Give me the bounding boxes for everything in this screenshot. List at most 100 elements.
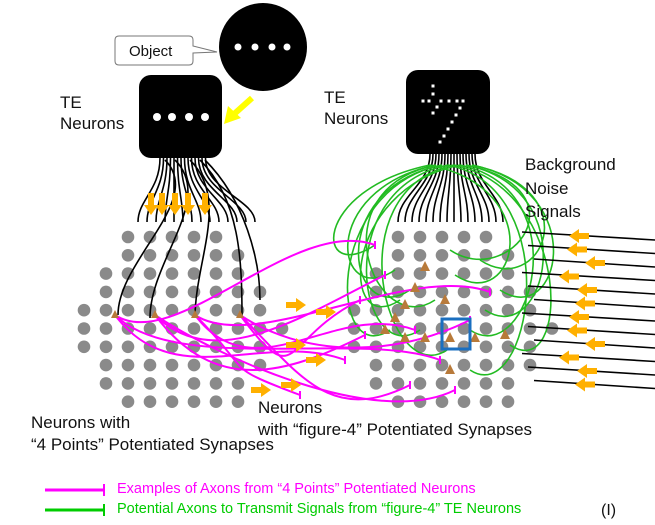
figure-4-dot [446, 127, 450, 131]
signal-arrow [251, 383, 271, 397]
neuron [413, 358, 427, 372]
figure-4-icon [421, 84, 465, 144]
neuron [187, 377, 201, 390]
object-label: Object [129, 43, 173, 60]
object-callout [114, 35, 218, 66]
synapse-marker [236, 310, 244, 318]
synapse-marker [191, 310, 199, 318]
neuron [231, 340, 245, 354]
te-four-points-icon [153, 113, 209, 121]
synapse-marker [445, 332, 455, 342]
neuron [501, 340, 515, 354]
neuron [435, 230, 449, 244]
noise-arrow [567, 242, 587, 257]
neuron [143, 358, 157, 372]
right-group-label-line1: Neurons [258, 398, 323, 417]
magenta-axon [154, 274, 386, 342]
magenta-axon [194, 284, 491, 327]
neuron [121, 340, 135, 354]
te-axon [146, 157, 165, 223]
noise-arrow [575, 377, 595, 392]
neuron [479, 358, 493, 372]
right-te-label: TE Neurons [324, 87, 388, 129]
noise-line [521, 352, 655, 363]
magenta-axon [194, 314, 301, 396]
green-axon [365, 164, 449, 337]
figure-4-dot [461, 99, 465, 103]
neuron [143, 267, 157, 280]
neuron [209, 377, 223, 390]
neuron [165, 377, 179, 390]
noise-line [527, 325, 655, 336]
neuron [187, 340, 201, 354]
neuron [99, 377, 113, 390]
te-axon-long [199, 159, 243, 319]
neuron [143, 249, 157, 262]
figure-4-dot [450, 120, 454, 124]
synapse-marker [390, 312, 400, 322]
neuron [231, 395, 245, 409]
te-axon [425, 153, 443, 223]
te-axons [117, 153, 504, 319]
figure-4-dot [439, 99, 443, 103]
green-axon [346, 164, 443, 337]
noise-label-line2: Noise [525, 178, 569, 198]
signal-arrow [281, 378, 301, 392]
noise-arrow [575, 296, 595, 311]
te-axon [462, 153, 476, 223]
neuron [209, 395, 223, 409]
synapse-marker [400, 299, 410, 309]
green-axon [471, 164, 555, 298]
down-arrow [168, 193, 182, 215]
neuron [165, 267, 179, 280]
neuron [187, 230, 201, 244]
neuron [187, 358, 201, 372]
neuron [99, 340, 113, 354]
noise-line [521, 271, 655, 282]
synapse-marker [111, 310, 119, 318]
neuron [479, 340, 493, 354]
green-axon [453, 164, 552, 352]
neuron [209, 303, 223, 317]
neuron [391, 377, 405, 390]
figure-4-dot [435, 105, 439, 109]
green-axon [471, 164, 546, 270]
object-four-points-icon [234, 43, 291, 51]
neuron [121, 358, 135, 372]
synapse-marker [410, 282, 420, 292]
neuron [501, 377, 515, 390]
neuron [253, 303, 267, 317]
neuron [209, 230, 223, 244]
right-group-label: Neurons with “figure-4” Potentiated Syna… [258, 397, 532, 441]
down-arrow [155, 193, 169, 215]
neuron [435, 267, 449, 280]
neuron [165, 395, 179, 409]
neuron [187, 267, 201, 280]
neuron [457, 285, 471, 299]
magenta-axon [239, 314, 411, 401]
neuron [479, 230, 493, 244]
input-arrow-icon [224, 95, 255, 124]
neuron [77, 303, 91, 317]
te-axon [183, 157, 202, 223]
neuron [209, 249, 223, 262]
neuron [121, 395, 135, 409]
neuron [121, 230, 135, 244]
te-axon [456, 153, 462, 223]
left-te-label-line1: TE [60, 93, 82, 112]
neuron [209, 322, 223, 335]
figure-4-dot [458, 106, 462, 110]
noise-label: Background Noise Signals [525, 153, 616, 224]
te-axon [397, 153, 431, 223]
right-group-label-line2: with “figure-4” Potentiated Synapses [258, 420, 533, 439]
signal-arrow [286, 298, 306, 312]
synapse-marker [445, 364, 455, 374]
neuron [231, 249, 245, 262]
te-axon [459, 153, 469, 223]
down-arrow [198, 193, 212, 215]
neuron [121, 285, 135, 299]
te-axon [468, 153, 490, 223]
noise-arrow [567, 323, 587, 338]
neuron [143, 322, 157, 335]
